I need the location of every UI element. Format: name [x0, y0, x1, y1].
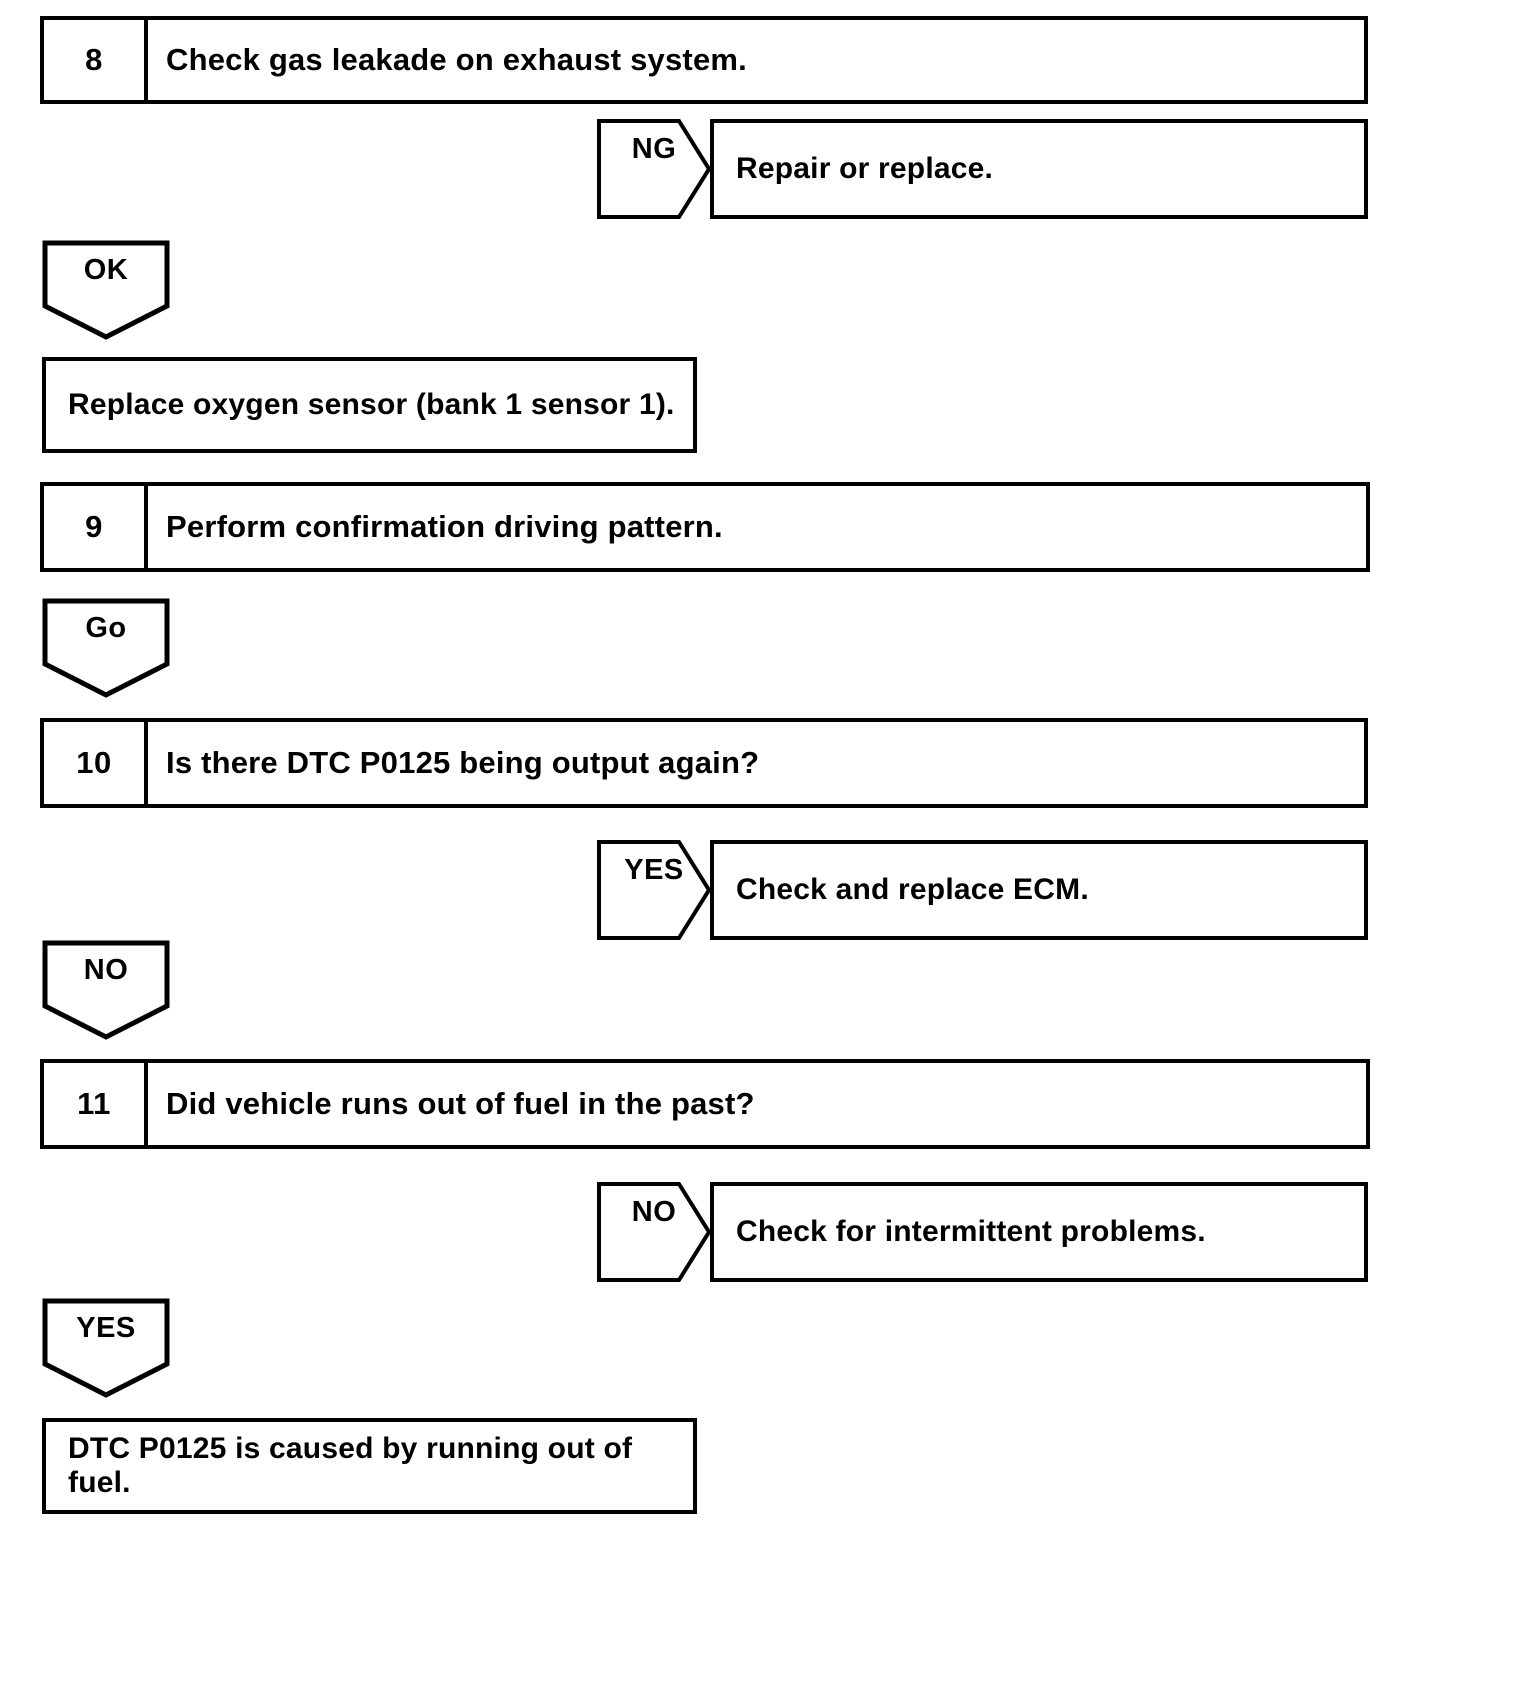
- pentagon-down-shape-yes: [42, 1298, 170, 1398]
- step-text-9: Perform confirmation driving pattern.: [166, 509, 723, 544]
- branch-tag-ng[interactable]: NG: [597, 119, 712, 219]
- branch-notch-shape-ng: [597, 119, 712, 219]
- result-box-replace-oxygen-sensor[interactable]: Replace oxygen sensor (bank 1 sensor 1).: [42, 357, 697, 453]
- pentagon-down-shape-ok: [42, 240, 170, 340]
- step-box-9[interactable]: 9 Perform confirmation driving pattern.: [40, 482, 1370, 572]
- step-number-11: 11: [44, 1063, 148, 1145]
- step-number-10: 10: [44, 722, 148, 804]
- step-box-10[interactable]: 10 Is there DTC P0125 being output again…: [40, 718, 1368, 808]
- step-box-8[interactable]: 8 Check gas leakade on exhaust system.: [40, 16, 1368, 104]
- branch-tag-no[interactable]: NO: [42, 940, 170, 1040]
- branch-tag-yes-ecm[interactable]: YES: [597, 840, 712, 940]
- branch-tag-ok[interactable]: OK: [42, 240, 170, 340]
- branch-tag-no-intermittent[interactable]: NO: [597, 1182, 712, 1282]
- branch-notch-shape-yes: [597, 840, 712, 940]
- branch-tag-yes-fuel[interactable]: YES: [42, 1298, 170, 1398]
- pentagon-down-shape-no: [42, 940, 170, 1040]
- branch-tag-go[interactable]: Go: [42, 598, 170, 698]
- result-box-caused-by-out-of-fuel[interactable]: DTC P0125 is caused by running out of fu…: [42, 1418, 697, 1514]
- step-box-11[interactable]: 11 Did vehicle runs out of fuel in the p…: [40, 1059, 1370, 1149]
- branch-result-check-replace-ecm[interactable]: Check and replace ECM.: [710, 840, 1368, 940]
- step-number-9: 9: [44, 486, 148, 568]
- step-text-10: Is there DTC P0125 being output again?: [166, 745, 760, 780]
- step-text-11: Did vehicle runs out of fuel in the past…: [166, 1086, 755, 1121]
- step-text-8: Check gas leakade on exhaust system.: [166, 42, 747, 77]
- pentagon-down-shape-go: [42, 598, 170, 698]
- branch-result-check-intermittent[interactable]: Check for intermittent problems.: [710, 1182, 1368, 1282]
- branch-result-repair-or-replace[interactable]: Repair or replace.: [710, 119, 1368, 219]
- branch-notch-shape-no: [597, 1182, 712, 1282]
- step-number-8: 8: [44, 20, 148, 100]
